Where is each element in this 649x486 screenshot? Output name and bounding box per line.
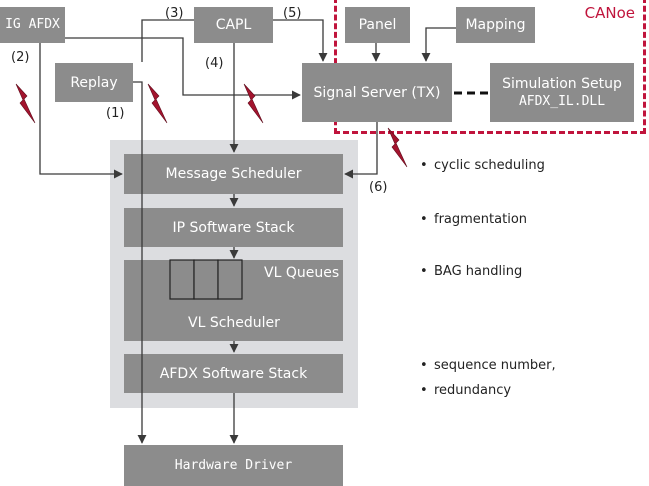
- feature-item: •redundancy: [420, 383, 512, 398]
- path-label-4: (4): [205, 56, 224, 71]
- message-scheduler-block: Message Scheduler: [124, 154, 343, 194]
- path-label-5: (5): [283, 6, 302, 21]
- lightning-bolt-icon: [15, 83, 36, 124]
- path-label-6: (6): [369, 180, 388, 195]
- feature-item: •cyclic scheduling: [420, 158, 545, 173]
- afdx-software-stack-block: AFDX Software Stack: [124, 354, 343, 393]
- canoe-label: CANoe: [584, 4, 635, 22]
- feature-item: •BAG handling: [420, 264, 523, 279]
- path-label-2: (2): [11, 50, 30, 65]
- hardware-driver-block: Hardware Driver: [124, 445, 343, 486]
- feature-item: •sequence number,: [420, 358, 556, 373]
- simulation-setup-block: Simulation Setup AFDX_IL.DLL: [490, 63, 634, 122]
- vl-queues-label: VL Queues: [264, 265, 340, 281]
- vl-scheduler-label: VL Scheduler: [188, 315, 280, 331]
- lightning-bolt-icon: [243, 83, 264, 124]
- feature-item: •fragmentation: [420, 212, 528, 227]
- arrow-capl-to-replay: [141, 19, 194, 62]
- arrow-mapping-to-signal-server: [421, 27, 456, 62]
- replay-block: Replay: [55, 63, 133, 102]
- lightning-bolt-icon: [147, 83, 168, 124]
- arrow-ig-to-signal-server: [65, 37, 301, 100]
- path-label-3: (3): [165, 6, 184, 21]
- ip-software-stack-block: IP Software Stack: [124, 208, 343, 247]
- arrow-replay-to-hardware: [133, 81, 147, 444]
- signal-server-block: Signal Server (TX): [302, 63, 452, 122]
- lightning-bolt-icon: [387, 127, 408, 168]
- simulation-setup-line2: AFDX_IL.DLL: [518, 93, 606, 109]
- arrow-ig-to-message-scheduler: [39, 43, 123, 179]
- vl-queues-icon: [169, 259, 243, 300]
- ig-afdx-block: IG AFDX: [0, 7, 65, 43]
- arrow-signal-server-to-message-scheduler: [344, 122, 378, 179]
- arrow-capl-to-signal-server: [273, 19, 328, 62]
- simulation-setup-line1: Simulation Setup: [502, 75, 622, 92]
- path-label-1: (1): [106, 106, 125, 121]
- mapping-block: Mapping: [456, 7, 535, 43]
- capl-block: CAPL: [194, 7, 273, 43]
- panel-block: Panel: [345, 7, 410, 43]
